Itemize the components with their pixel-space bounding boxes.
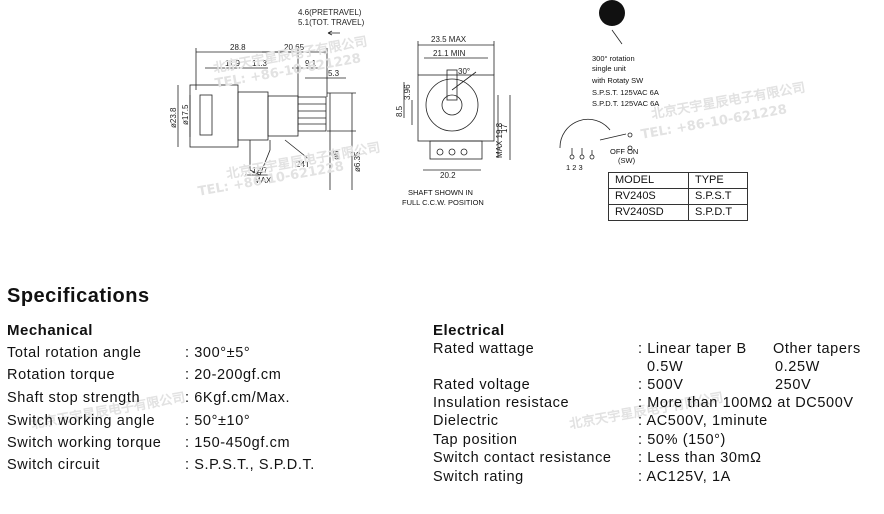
spec-label: Switch rating (433, 469, 524, 485)
model-table: MODEL TYPE RV240S S.P.S.T RV240SD S.P.D.… (608, 172, 748, 221)
pot-body-side (189, 84, 239, 148)
spec-value: : 50% (150°) (638, 432, 726, 448)
spec-value-alt: 0.25W (775, 359, 820, 375)
dim-30: 30° (458, 67, 470, 76)
spec-value: : More than 100MΩ at DC500V (638, 395, 854, 411)
spec-value: : 50°±10° (185, 413, 251, 429)
specifications-title: Specifications (7, 285, 150, 307)
dim-23-5: 23.5 MAX (431, 35, 467, 44)
spec-label: Switch contact resistance (433, 450, 612, 466)
dim-5-3: 5.3 (328, 69, 340, 78)
mechanical-heading: Mechanical (7, 322, 93, 339)
switch-off-on: OFF ON (610, 147, 638, 156)
table-cell: RV240SD (608, 204, 689, 221)
spec-value: : S.P.S.T., S.P.D.T. (185, 457, 315, 473)
shaft-note-2: FULL C.C.W. POSITION (402, 198, 484, 207)
table-row: RV240S S.P.S.T (608, 188, 748, 205)
spec-value: 0.5W (647, 359, 684, 375)
dim-24t: 24T (296, 160, 310, 169)
table-row: MODEL TYPE (608, 172, 748, 189)
spec-label: Rated wattage (433, 341, 535, 357)
spec-value-alt: 250V (775, 377, 812, 393)
spec-label: Total rotation angle (7, 345, 142, 361)
tot-travel-label: 5.1(TOT. TRAVEL) (298, 18, 365, 27)
table-cell: S.P.D.T (688, 204, 748, 221)
terminal-numbers: 1 2 3 (566, 163, 583, 172)
switch-note-2: single unit (592, 64, 627, 73)
dim-11-3: 11.3 (252, 59, 268, 68)
dim-3-96: 3.96 (403, 84, 412, 100)
spec-value: : Linear taper B (638, 341, 747, 357)
dim-20-2: 20.2 (440, 171, 456, 180)
switch-note-3: with Rotaty SW (591, 76, 644, 85)
spec-label: Switch working angle (7, 413, 156, 429)
spec-value: : 6Kgf.cm/Max. (185, 390, 291, 406)
spec-label: Rotation torque (7, 367, 116, 383)
switch-sw: (SW) (618, 156, 636, 165)
rotation-dot-icon (599, 0, 625, 26)
spec-label: Tap position (433, 432, 518, 448)
table-header-type: TYPE (688, 172, 748, 189)
shaft-note-1: SHAFT SHOWN IN (408, 188, 473, 197)
shaft-side (297, 96, 327, 132)
dim-12-7: 12.7 (252, 166, 268, 175)
spec-value: : 500V (638, 377, 684, 393)
table-row: RV240SD S.P.D.T (608, 204, 748, 221)
dim-11-9: 11.9 (225, 59, 241, 68)
pretravel-label: 4.6(PRETRAVEL) (298, 8, 362, 17)
table-header-model: MODEL (608, 172, 689, 189)
spec-label: Switch working torque (7, 435, 162, 451)
dim-6: ø6 (332, 150, 341, 160)
spec-value: : AC125V, 1A (638, 469, 731, 485)
switch-note-1: 300° rotation (592, 54, 635, 63)
dim-17: 17 (500, 124, 509, 133)
table-cell: S.P.S.T (688, 188, 748, 205)
dim-max: MAX (254, 176, 272, 185)
spec-label: Switch circuit (7, 457, 100, 473)
spec-value: : 150-450gf.cm (185, 435, 291, 451)
dim-21-1: 21.1 MIN (433, 49, 466, 58)
dim-20-65: 20.65 (284, 43, 305, 52)
technical-drawing: 4.6(PRETRAVEL) 5.1(TOT. TRAVEL) 28.8 20.… (169, 0, 659, 207)
switch-arc (559, 118, 611, 149)
spec-label: Rated voltage (433, 377, 531, 393)
dim-28-8: 28.8 (230, 43, 246, 52)
dim-9-1: 9.1 (305, 59, 317, 68)
spec-value: : AC500V, 1minute (638, 413, 768, 429)
electrical-heading: Electrical (433, 322, 505, 339)
switch-note-5: S.P.D.T. 125VAC 6A (592, 99, 659, 108)
dim-8-5: 8.5 (395, 105, 404, 117)
spec-value: : 20-200gf.cm (185, 367, 282, 383)
table-cell: RV240S (608, 188, 689, 205)
dim-19-8: MAX 19.8 (495, 122, 504, 158)
spec-value: : Less than 30mΩ (638, 450, 762, 466)
spec-label: Insulation resistace (433, 395, 570, 411)
pot-front-circle (425, 78, 479, 132)
switch-note-4: S.P.S.T. 125VAC 6A (592, 88, 659, 97)
spec-value-alt: Other tapers (773, 341, 861, 357)
spec-label: Dielectric (433, 413, 499, 429)
dim-17-5: ø17.5 (181, 104, 190, 125)
spec-label: Shaft stop strength (7, 390, 141, 406)
dim-6-35: ø6.35 (353, 151, 362, 172)
spec-value: : 300°±5° (185, 345, 251, 361)
dim-23-8: ø23.8 (169, 107, 178, 128)
pot-body-front (417, 74, 495, 142)
